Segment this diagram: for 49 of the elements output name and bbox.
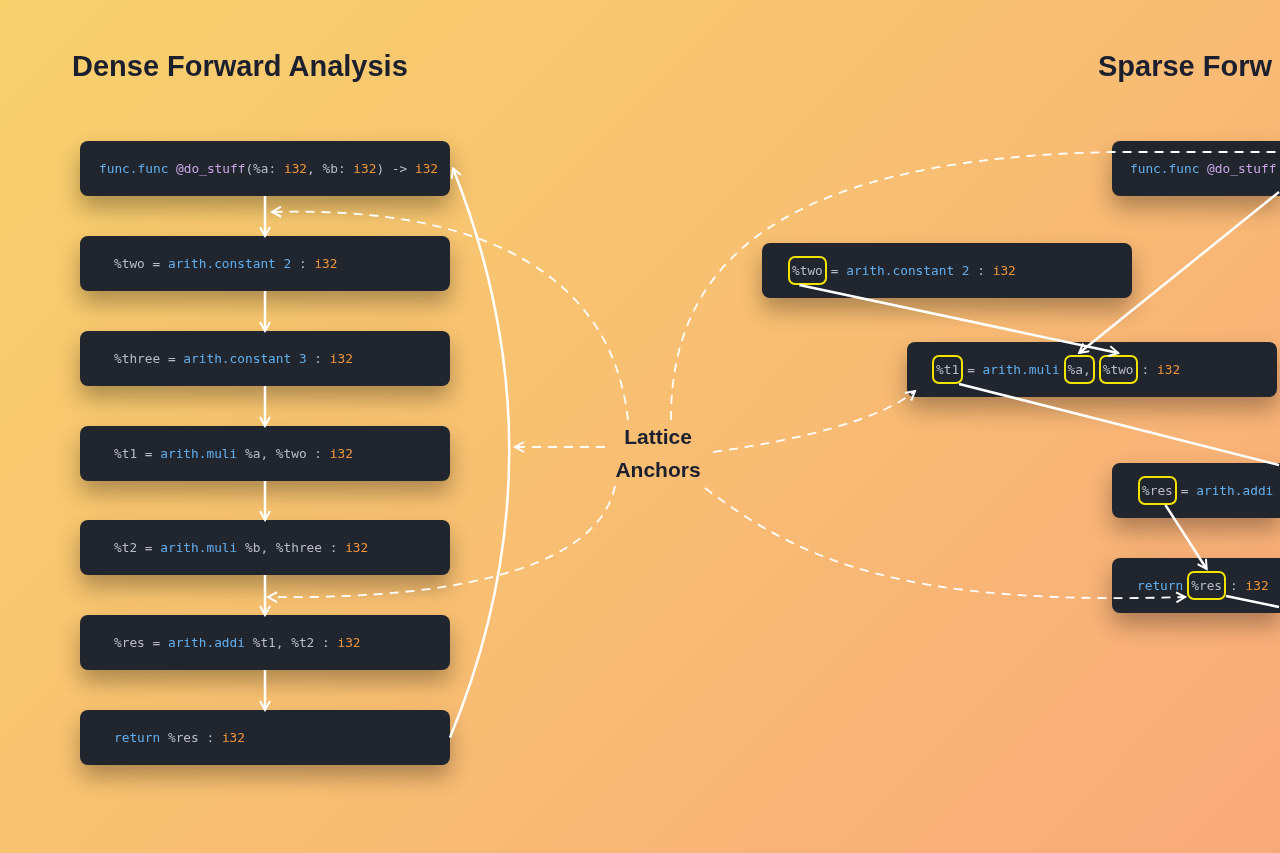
code-text: %three = arith.constant 3 : i32 (114, 351, 353, 366)
anchor-label: Lattice Anchors (603, 420, 713, 486)
arrow (259, 670, 271, 711)
code-text: return (1137, 578, 1184, 593)
code-box (80, 615, 450, 670)
code-text: func.func @do_stuff (1130, 161, 1277, 176)
dashed-arrow (514, 441, 606, 453)
highlighted-token: %a, (1063, 355, 1095, 384)
highlighted-token: %two (1098, 355, 1138, 384)
code-text: return %res : i32 (114, 730, 245, 745)
code-text: %res = arith.addi %t1, %t2 : i32 (114, 635, 361, 650)
section-heading: Dense Forward Analysis (72, 50, 408, 83)
arrow (259, 481, 271, 521)
dashed-arrow (704, 487, 1187, 604)
code-text: : i32 (1230, 578, 1269, 593)
arrow (259, 291, 271, 332)
code-box (80, 520, 450, 575)
code-box (80, 710, 450, 765)
dashed-arrow (712, 390, 916, 453)
code-box (1112, 558, 1280, 613)
code-text: %t1 = arith.muli %a, %two : i32 (114, 446, 353, 461)
highlighted-token: %t1 (932, 355, 964, 384)
code-text: = arith.muli (967, 362, 1060, 377)
arrow (448, 167, 511, 738)
code-text: %two = arith.constant 2 : i32 (114, 256, 338, 271)
code-text: func.func @do_stuff(%a: i32, %b: i32) -> i32 (99, 161, 439, 176)
code-box (80, 331, 450, 386)
highlighted-token: %res (1187, 571, 1227, 600)
arrow (1164, 504, 1208, 570)
arrow (259, 196, 271, 237)
code-box (1112, 463, 1280, 518)
code-text: = arith.addi (1180, 483, 1274, 498)
arrow (259, 575, 271, 616)
code-box (1112, 141, 1280, 196)
code-box (80, 236, 450, 291)
code-box (80, 426, 450, 481)
code-text: : i32 (1141, 362, 1181, 377)
dashed-arrow (271, 206, 629, 421)
code-box (80, 141, 450, 196)
section-heading: Sparse Forw (1098, 50, 1273, 83)
dashed-arrow (267, 485, 616, 603)
code-box (907, 342, 1277, 397)
arrow (1078, 191, 1280, 354)
code-text: = arith.constant 2 : i32 (830, 263, 1016, 278)
arrow (259, 386, 271, 427)
code-text: %t2 = arith.muli %b, %three : i32 (114, 540, 369, 555)
highlighted-token: %two (788, 256, 827, 285)
code-box (762, 243, 1132, 298)
highlighted-token: %res (1138, 476, 1177, 505)
